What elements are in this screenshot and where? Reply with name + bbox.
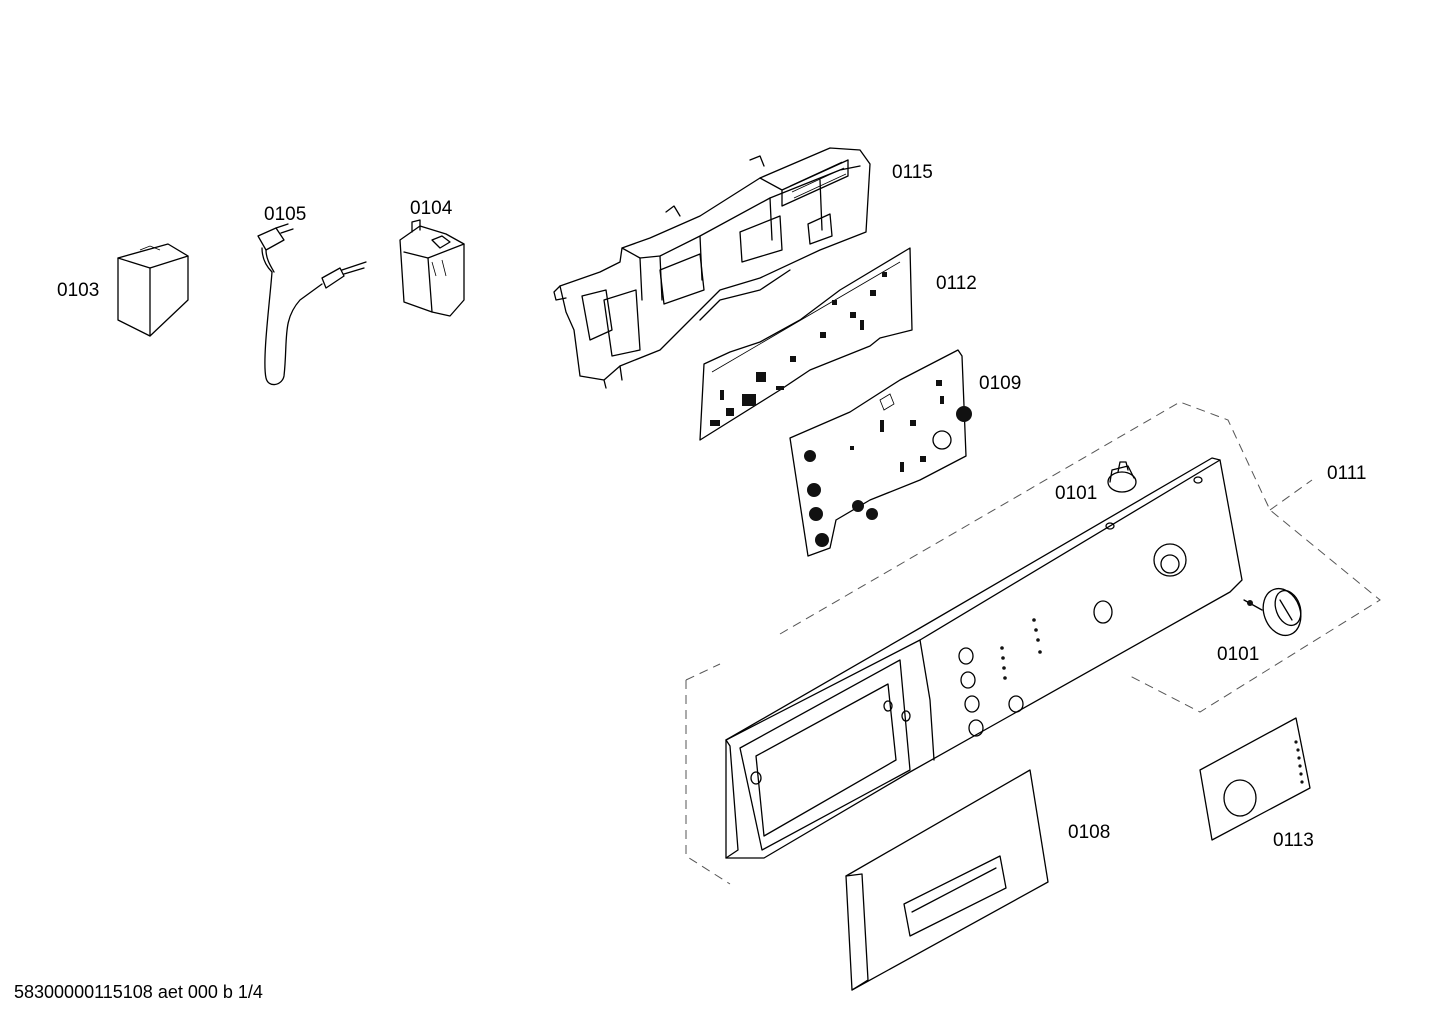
part-label-0112: 0112 (936, 273, 977, 294)
part-label-0103: 0103 (57, 280, 100, 301)
document-footer-id: 58300000115108 aet 000 b 1/4 (14, 982, 263, 1002)
part-0101-knob-top (1107, 461, 1137, 493)
part-label-0111: 0111 (1327, 463, 1367, 484)
part-label-0104: 0104 (410, 198, 453, 219)
part-0113-label-plate (1199, 717, 1311, 841)
part-0111-control-panel (725, 457, 1243, 859)
part-0105-power-cord (257, 223, 367, 386)
part-label-0108: 0108 (1068, 822, 1111, 843)
part-label-0109: 0109 (979, 373, 1022, 394)
part-0112-circuit-board (699, 247, 913, 441)
part-0109-control-board (789, 349, 972, 557)
part-0108-drawer-handle (845, 769, 1049, 991)
part-label-0113: 0113 (1273, 830, 1314, 851)
part-0111-panel-outline (685, 401, 1381, 885)
part-0115-housing (553, 147, 871, 389)
part-0101-knob-right (1243, 587, 1302, 637)
part-label-0101-right: 0101 (1217, 644, 1260, 665)
part-label-0101-top: 0101 (1055, 483, 1098, 504)
part-label-0115: 0115 (892, 162, 933, 183)
part-0104-filter (399, 219, 465, 317)
part-0103-cover (117, 243, 189, 337)
part-label-0105: 0105 (264, 204, 307, 225)
